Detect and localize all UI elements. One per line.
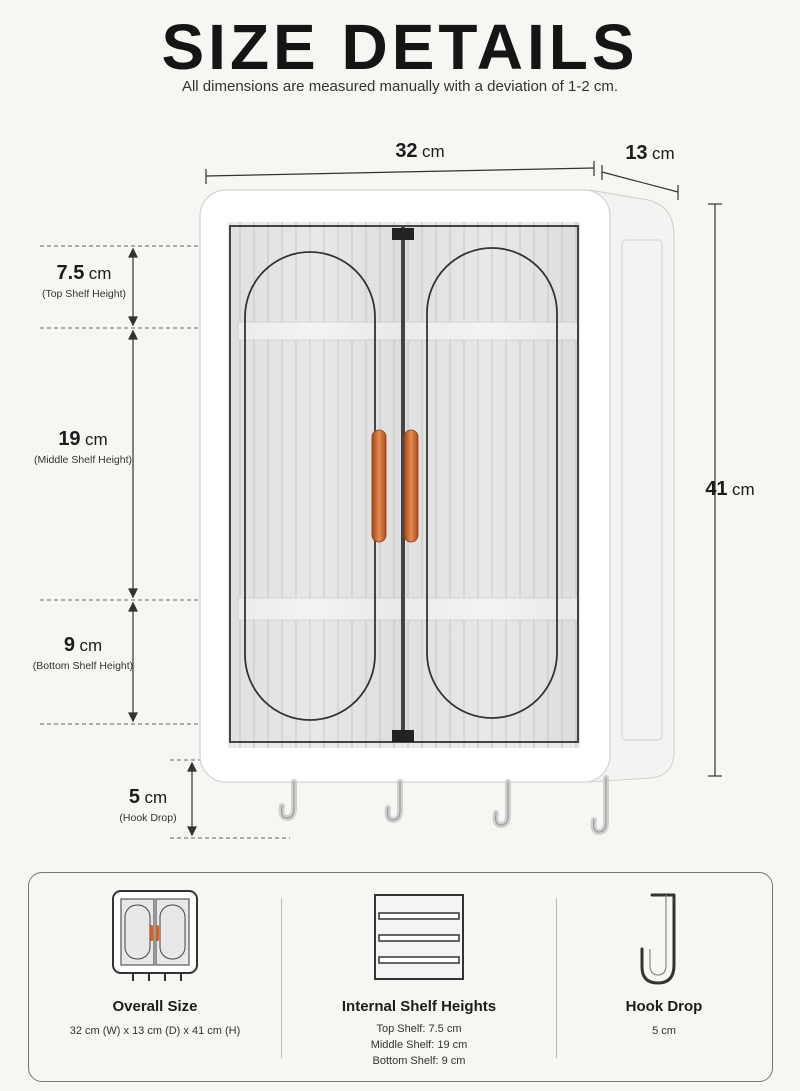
right-door-oval [426, 247, 558, 719]
hook-4-icon [590, 775, 609, 836]
side-panel-groove [621, 239, 663, 741]
cabinet-icon [112, 890, 198, 981]
height-label: 41 cm [705, 478, 755, 500]
hook-icon [640, 893, 676, 985]
width-dimension-line [205, 161, 595, 184]
overall-size-column: Overall Size 32 cm (W) x 13 cm (D) x 41 … [29, 873, 281, 1083]
left-door-handle[interactable] [371, 429, 387, 543]
shelf-line-middle: Middle Shelf: 19 cm [370, 1039, 468, 1051]
shelf-dimension-lines [128, 247, 197, 837]
cabinet-illustration [40, 161, 722, 839]
hook-1-icon [278, 779, 297, 822]
bottom-shelf-label: 9 cm (Bottom Shelf Height) [32, 634, 134, 672]
shelf-line-bottom: Bottom Shelf: 9 cm [372, 1055, 466, 1067]
bottom-hinge [392, 730, 414, 742]
shelf-heights-text: Top Shelf: 7.5 cm Middle Shelf: 19 cm Bo… [282, 1021, 556, 1069]
hook-drop-column: Hook Drop 5 cm [557, 873, 771, 1083]
divider-1 [281, 898, 282, 1058]
overall-size-title: Overall Size [112, 998, 198, 1015]
shelf-heights-title: Internal Shelf Heights [341, 998, 497, 1015]
summary-panel: Overall Size 32 cm (W) x 13 cm (D) x 41 … [28, 872, 773, 1082]
hooks [278, 775, 609, 836]
right-door-handle[interactable] [403, 429, 419, 543]
middle-shelf-label: 19 cm (Middle Shelf Height) [33, 428, 133, 466]
width-label: 32 cm [395, 140, 445, 162]
shelf-line-top: Top Shelf: 7.5 cm [376, 1023, 462, 1035]
cabinet-side [589, 189, 675, 783]
page-title: SIZE DETAILS [161, 11, 639, 83]
height-dimension-line [708, 203, 722, 777]
top-hinge [392, 228, 414, 240]
depth-dimension-line [601, 165, 679, 200]
hook-3-icon [492, 779, 511, 829]
hook-drop-title: Hook Drop [625, 998, 703, 1015]
top-shelf-label: 7.5 cm (Top Shelf Height) [41, 262, 127, 300]
page-subtitle: All dimensions are measured manually wit… [181, 78, 619, 95]
divider-2 [556, 898, 557, 1058]
right-glass-door[interactable] [403, 225, 579, 743]
overall-size-text: 32 cm (W) x 13 cm (D) x 41 cm (H) [69, 1025, 241, 1037]
shelf-heights-column: Internal Shelf Heights Top Shelf: 7.5 cm… [282, 873, 556, 1083]
hook-drop-text: 5 cm [652, 1025, 676, 1037]
shelves-icon [374, 894, 464, 980]
depth-label: 13 cm [625, 142, 675, 164]
hook-2-icon [384, 779, 403, 824]
hook-drop-label: 5 cm (Hook Drop) [119, 786, 177, 824]
